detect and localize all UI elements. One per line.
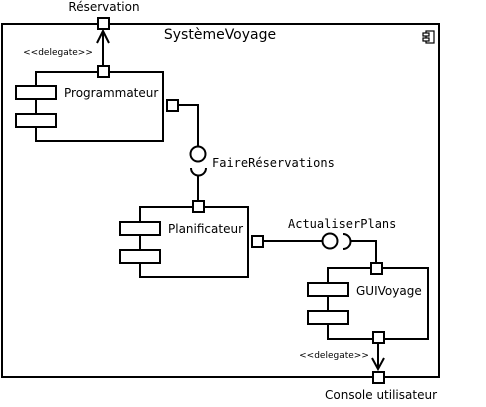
console-port-label: Console utilisateur — [325, 388, 437, 402]
planificateur-label: Planificateur — [168, 222, 243, 236]
component-icon — [422, 30, 435, 44]
delegate-label-top: <<delegate>> — [23, 48, 93, 58]
component-planificateur: Planificateur — [119, 206, 249, 278]
delegate-arrow-top — [96, 28, 110, 70]
reservation-port — [97, 17, 110, 30]
planificateur-right-port — [251, 235, 264, 248]
programmateur-label: Programmateur — [64, 86, 158, 100]
system-title: SystèmeVoyage — [164, 27, 276, 43]
planificateur-top-port — [192, 200, 205, 213]
delegate-label-bottom: <<delegate>> — [299, 351, 369, 361]
guivoyage-top-port — [370, 262, 383, 275]
programmateur-top-port — [97, 65, 110, 78]
console-port — [372, 371, 385, 384]
actualiser-plans-label: ActualiserPlans — [288, 217, 396, 231]
delegate-arrow-bottom — [371, 343, 385, 372]
reservation-port-label: Réservation — [68, 0, 139, 14]
actualiser-plans-connector — [263, 232, 377, 263]
system-boundary — [1, 23, 440, 378]
component-guivoyage: GUIVoyage — [307, 267, 429, 340]
faire-reservations-connector — [178, 104, 207, 201]
faire-reservations-label: FaireRéservations — [212, 156, 335, 170]
programmateur-right-port — [166, 99, 179, 112]
guivoyage-label: GUIVoyage — [356, 284, 422, 298]
guivoyage-bottom-port — [372, 331, 385, 344]
component-programmateur: Programmateur — [15, 71, 164, 142]
